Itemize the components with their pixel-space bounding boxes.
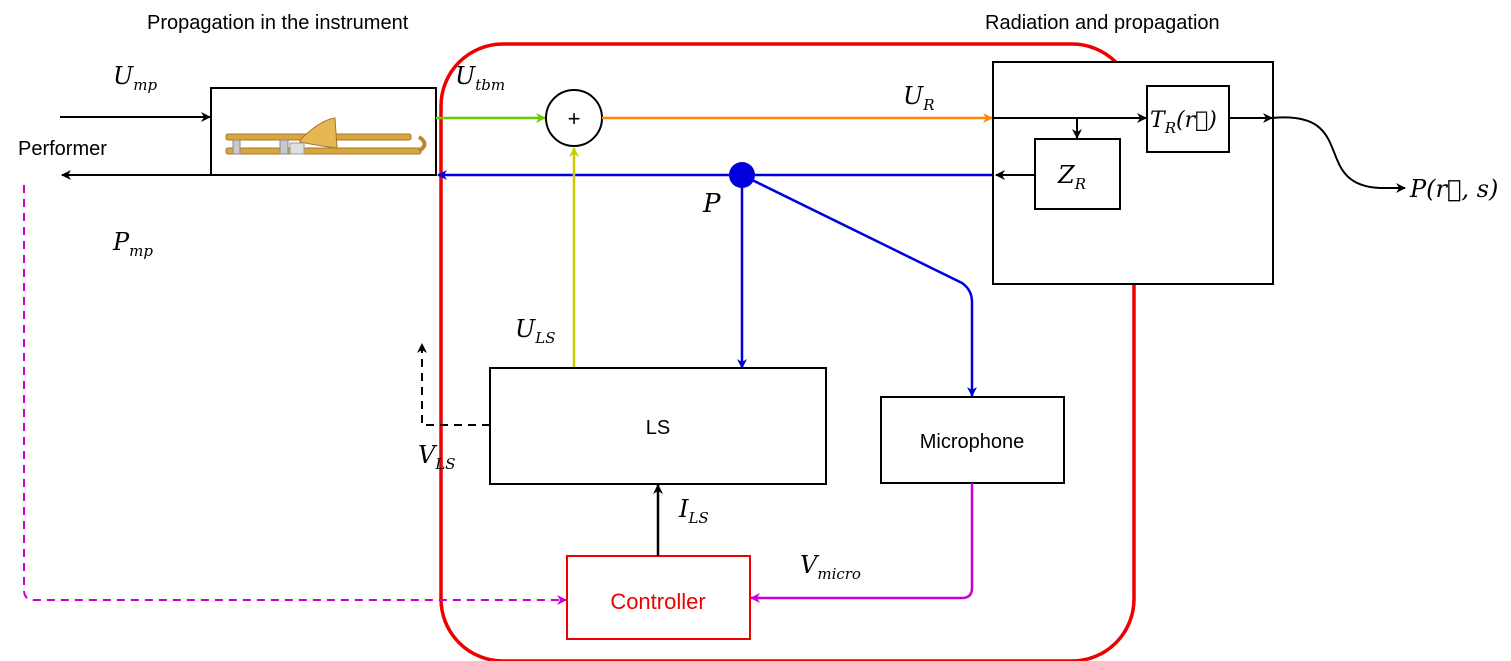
label-v-micro: Vmicro <box>800 551 861 583</box>
tr-block <box>1146 85 1230 153</box>
artificial-ear-boundary <box>439 42 1136 661</box>
arrow-v-micro <box>750 483 974 603</box>
label-p-mp: Pmp <box>112 228 153 260</box>
label-t-r: TR(r⃗) <box>1150 108 1217 137</box>
label-v-ls: VLS <box>418 441 456 473</box>
label-u-ls: ULS <box>515 315 555 347</box>
arrow-to-output-pressure <box>1271 116 1406 193</box>
controller-label: Controller <box>610 589 705 614</box>
ls-label: LS <box>646 417 670 439</box>
label-i-ls: ILS <box>678 495 709 527</box>
heading-propagation-instrument: Propagation in the instrument <box>147 12 409 34</box>
arrow-pressure-to-microphone <box>741 173 977 397</box>
trombone-icon <box>225 117 427 155</box>
ls-block <box>489 367 827 485</box>
controller-block <box>566 555 751 640</box>
performer-to-controller-dashed <box>23 185 567 605</box>
label-p-out: P(r⃗, s) <box>1409 175 1498 203</box>
label-u-mp: Ump <box>113 62 157 94</box>
heading-radiation-propagation: Radiation and propagation <box>985 12 1220 34</box>
label-u-tbm: Utbm <box>455 62 505 94</box>
microphone-label: Microphone <box>920 431 1025 453</box>
label-z-r: ZR <box>1057 161 1086 193</box>
label-p: P <box>702 189 721 219</box>
label-u-r: UR <box>903 82 935 114</box>
v-ls-dashed-arrow <box>417 343 490 426</box>
label-performer: Performer <box>18 138 107 160</box>
zr-block <box>1034 138 1121 210</box>
summing-node-sign: + <box>568 106 581 131</box>
